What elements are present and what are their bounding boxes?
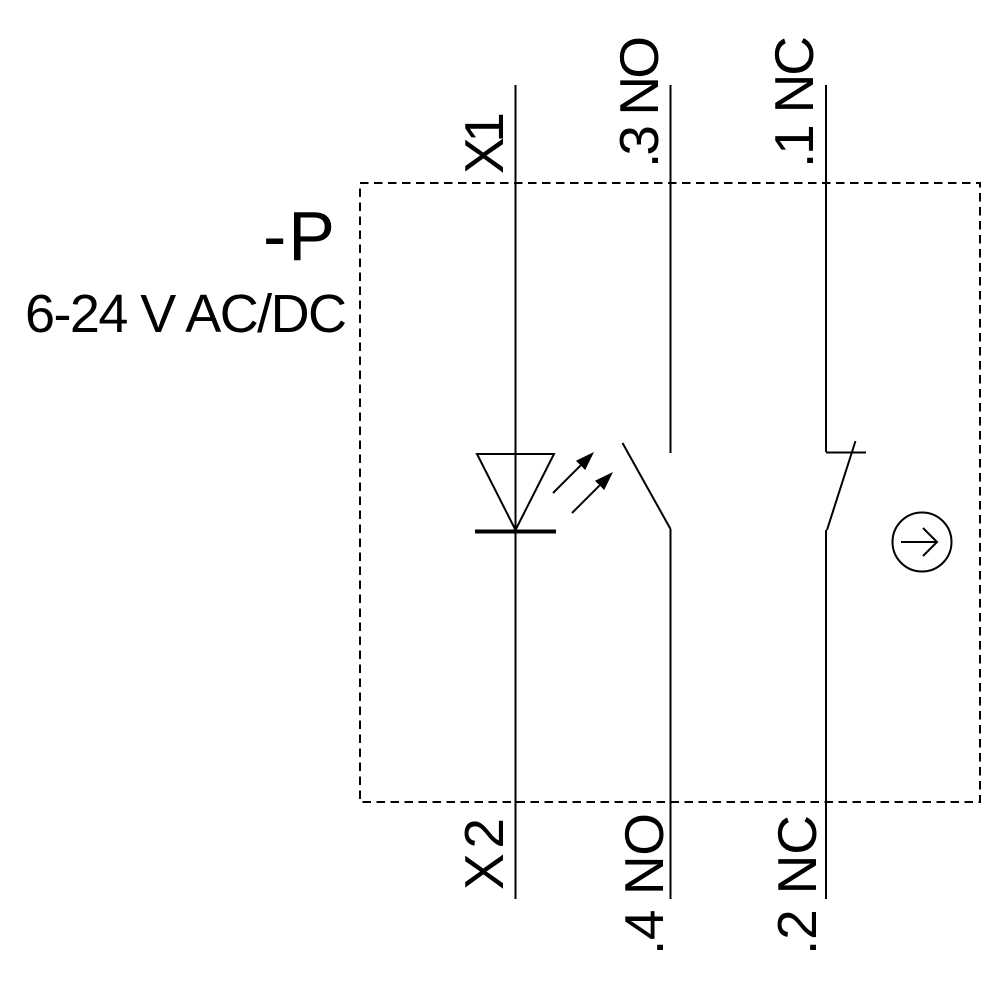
nc-contact-branch — [825, 85, 866, 899]
actuator-circle — [891, 511, 953, 573]
led-lamp-icon — [475, 452, 613, 534]
lamp-branch — [475, 85, 613, 899]
no-contact-branch — [621, 85, 672, 899]
led-emission-arrow — [571, 472, 613, 514]
nc-moving-contact — [826, 440, 857, 531]
component-designation-label: -P — [263, 197, 335, 275]
terminal-label-1nc: .1 NC — [763, 36, 825, 168]
terminal-label-x1: X1 — [453, 112, 515, 174]
arrow-right-circle-icon — [891, 511, 953, 573]
terminal-label-x2: X2 — [453, 818, 515, 890]
led-emission-arrow — [552, 452, 594, 494]
normally-open-contact-icon — [621, 442, 672, 530]
terminal-label-2nc: .2 NC — [766, 815, 828, 955]
no-moving-contact — [621, 442, 672, 530]
led-triangle — [475, 453, 556, 533]
voltage-rating-label: 6-24 V AC/DC — [25, 284, 347, 344]
normally-closed-contact-icon — [826, 440, 866, 531]
terminal-label-3no: .3 NO — [608, 36, 670, 168]
terminal-label-4no: .4 NO — [613, 813, 675, 955]
actuator-arrow-head — [922, 527, 939, 557]
